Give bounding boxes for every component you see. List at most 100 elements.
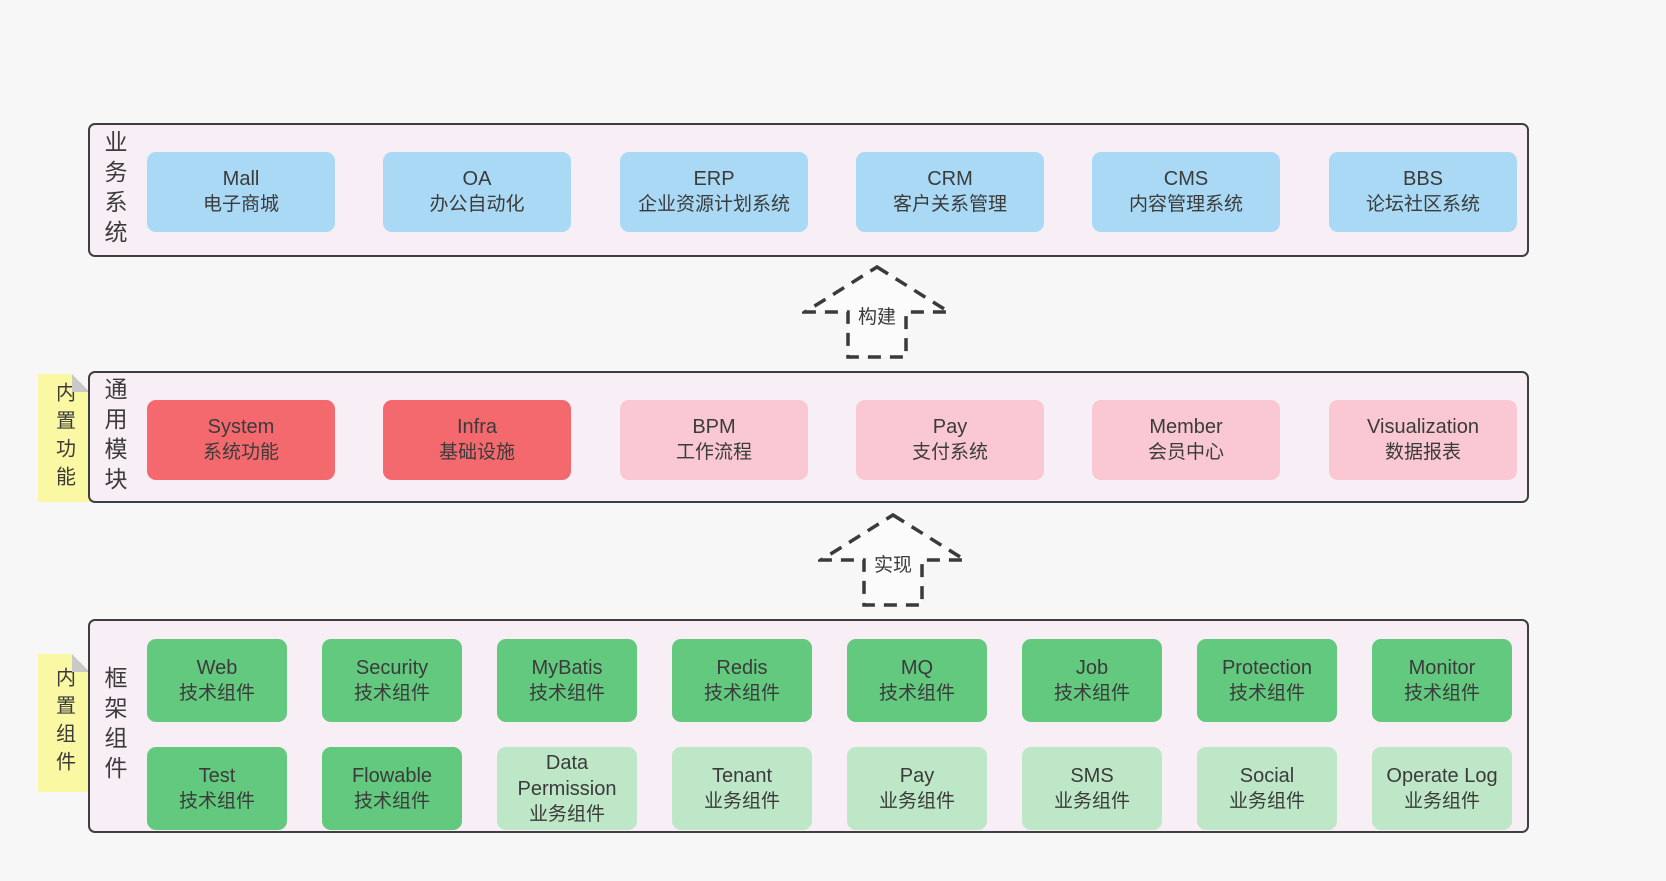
box-title: MQ: [900, 656, 934, 679]
box-subtitle: 客户关系管理: [892, 194, 1007, 215]
box-data-permission: Data Permission 业务组件: [497, 747, 637, 830]
box-title: Mall: [222, 168, 260, 190]
box-subtitle: 系统功能: [202, 442, 279, 463]
box-subtitle: 工作流程: [675, 442, 752, 463]
box-title: System: [207, 416, 275, 438]
band-common-modules: 通用模块 System 系统功能 Infra 基础设施 BPM 工作流程 Pay…: [88, 371, 1529, 503]
build-arrow: 构建: [802, 264, 952, 360]
box-title: Operate Log: [1386, 764, 1498, 787]
box-sms: SMS 业务组件: [1022, 747, 1162, 830]
box-title: MyBatis: [531, 656, 603, 679]
box-subtitle: 电子商城: [202, 194, 279, 215]
box-subtitle: 支付系统: [911, 442, 988, 463]
box-mall: Mall 电子商城: [147, 152, 335, 232]
box-system: System 系统功能: [147, 400, 335, 480]
box-subtitle: 技术组件: [178, 790, 255, 812]
box-subtitle: 技术组件: [1403, 682, 1480, 704]
box-pay-component: Pay 业务组件: [847, 747, 987, 830]
box-subtitle: 业务组件: [1228, 790, 1305, 812]
box-subtitle: 业务组件: [528, 803, 605, 825]
sticky-label: 内置组件: [52, 667, 75, 779]
sticky-note-built-in-components: 内置组件: [38, 654, 90, 792]
box-title: ERP: [693, 168, 735, 190]
box-mq: MQ 技术组件: [847, 639, 987, 722]
box-title: Protection: [1221, 656, 1313, 679]
band-framework-components: 框架组件 Web 技术组件 Security 技术组件 MyBatis 技术组件…: [88, 619, 1529, 833]
box-title: Infra: [456, 416, 498, 438]
box-subtitle: 技术组件: [178, 682, 255, 704]
box-subtitle: 技术组件: [878, 682, 955, 704]
arrow-label: 实现: [870, 549, 916, 577]
band-business-systems: 业务系统 Mall 电子商城 OA 办公自动化 ERP 企业资源计划系统 CRM…: [88, 123, 1529, 257]
box-title: CRM: [927, 168, 973, 190]
arrow-label: 构建: [854, 301, 900, 329]
box-member: Member 会员中心: [1092, 400, 1280, 480]
box-tenant: Tenant 业务组件: [672, 747, 812, 830]
box-protection: Protection 技术组件: [1197, 639, 1337, 722]
box-title: Web: [196, 656, 238, 679]
box-infra: Infra 基础设施: [383, 400, 571, 480]
box-subtitle: 业务组件: [1403, 790, 1480, 812]
box-crm: CRM 客户关系管理: [856, 152, 1044, 232]
box-subtitle: 业务组件: [1053, 790, 1130, 812]
box-cms: CMS 内容管理系统: [1092, 152, 1280, 232]
box-subtitle: 会员中心: [1147, 442, 1224, 463]
box-title: Tenant: [711, 764, 773, 787]
box-bpm: BPM 工作流程: [620, 400, 808, 480]
box-subtitle: 技术组件: [353, 682, 430, 704]
box-operate-log: Operate Log 业务组件: [1372, 747, 1512, 830]
box-title: Data Permission: [517, 751, 617, 800]
box-title: OA: [462, 168, 492, 190]
box-social: Social 业务组件: [1197, 747, 1337, 830]
box-subtitle: 技术组件: [703, 682, 780, 704]
box-bbs: BBS 论坛社区系统: [1329, 152, 1517, 232]
box-title: Social: [1239, 764, 1295, 787]
box-subtitle: 内容管理系统: [1128, 194, 1243, 215]
box-subtitle: 基础设施: [438, 442, 515, 463]
box-title: SMS: [1070, 764, 1114, 787]
box-security: Security 技术组件: [322, 639, 462, 722]
box-web: Web 技术组件: [147, 639, 287, 722]
box-subtitle: 技术组件: [353, 790, 430, 812]
implement-arrow: 实现: [818, 512, 968, 608]
box-title: Test: [198, 764, 236, 787]
band-label-container: 框架组件: [94, 621, 134, 831]
box-title: Security: [355, 656, 429, 679]
band-label: 框架组件: [101, 666, 127, 786]
band-label: 业务系统: [101, 130, 127, 250]
box-visualization: Visualization 数据报表: [1329, 400, 1517, 480]
box-title: BPM: [692, 416, 736, 438]
box-subtitle: 技术组件: [1053, 682, 1130, 704]
box-job: Job 技术组件: [1022, 639, 1162, 722]
box-flowable: Flowable 技术组件: [322, 747, 462, 830]
box-title: Pay: [932, 416, 968, 438]
sticky-label: 内置功能: [52, 382, 75, 494]
box-oa: OA 办公自动化: [383, 152, 571, 232]
box-title: BBS: [1402, 168, 1444, 190]
box-title: Pay: [899, 764, 935, 787]
box-title: Monitor: [1408, 656, 1476, 679]
box-subtitle: 技术组件: [1228, 682, 1305, 704]
box-mybatis: MyBatis 技术组件: [497, 639, 637, 722]
box-subtitle: 业务组件: [703, 790, 780, 812]
band-label: 通用模块: [101, 377, 127, 497]
box-monitor: Monitor 技术组件: [1372, 639, 1512, 722]
sticky-note-built-in-features: 内置功能: [38, 374, 90, 502]
box-subtitle: 论坛社区系统: [1365, 194, 1480, 215]
box-redis: Redis 技术组件: [672, 639, 812, 722]
box-erp: ERP 企业资源计划系统: [620, 152, 808, 232]
box-subtitle: 数据报表: [1384, 442, 1461, 463]
band-label-container: 通用模块: [94, 373, 134, 501]
box-title: Member: [1149, 416, 1223, 438]
box-title: Flowable: [351, 764, 433, 787]
box-title: Redis: [716, 656, 768, 679]
box-pay: Pay 支付系统: [856, 400, 1044, 480]
band-label-container: 业务系统: [94, 125, 134, 255]
box-title: Job: [1075, 656, 1109, 679]
box-test: Test 技术组件: [147, 747, 287, 830]
box-subtitle: 企业资源计划系统: [637, 194, 790, 215]
box-title: CMS: [1163, 168, 1209, 190]
box-subtitle: 办公自动化: [429, 194, 525, 215]
box-title: Visualization: [1367, 416, 1479, 438]
